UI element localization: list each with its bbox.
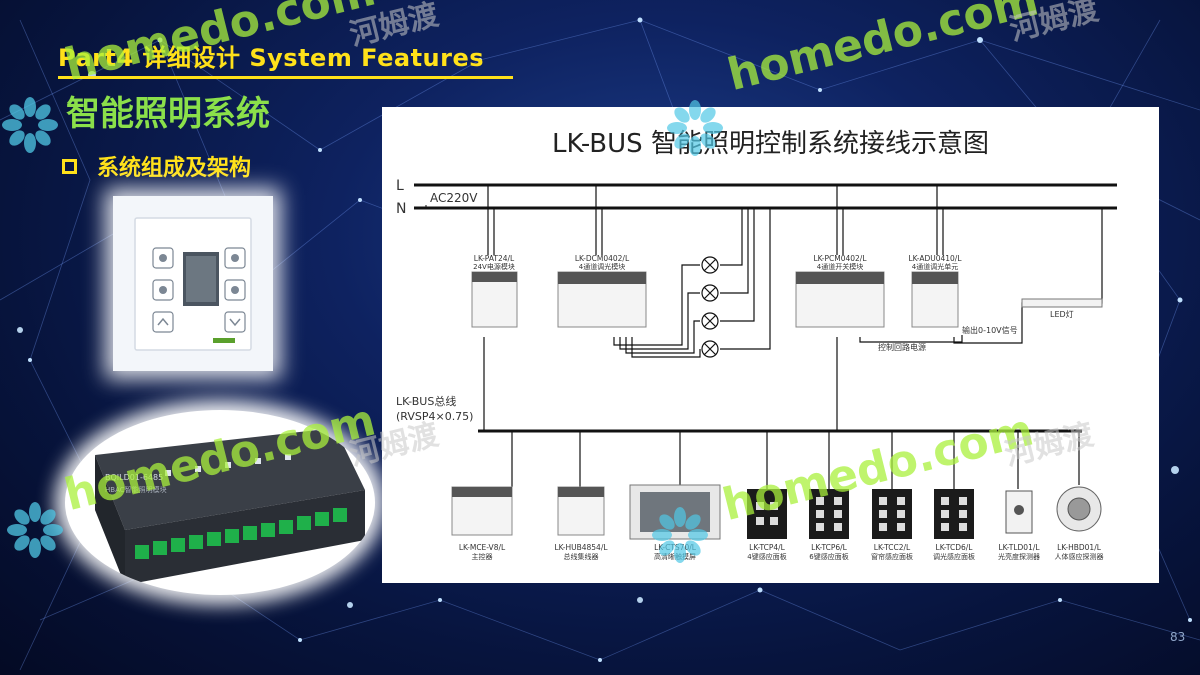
homedo-flower-icon: [7, 502, 63, 558]
lamp-icon: [701, 312, 719, 330]
device-code: LK-HUB4854/L: [554, 543, 608, 552]
device-code: LK-TCP6/L: [811, 543, 848, 552]
homedo-flower-icon: [2, 97, 58, 153]
device-desc: 光亮度探测器: [998, 552, 1040, 561]
page-number: 83: [1170, 630, 1186, 644]
module-desc: 4通道调光单元: [912, 262, 958, 271]
device-code: LK-TCP4/L: [749, 543, 786, 552]
module-code: LK-PCM0402/L: [813, 254, 867, 263]
line-L-label: L: [396, 178, 404, 194]
device-code: LK-HBD01/L: [1057, 543, 1102, 552]
module-code: LK-PAT24/L: [474, 254, 515, 263]
device-code: LK-TLD01/L: [998, 543, 1040, 552]
device-desc: 窗帘感应面板: [871, 552, 913, 561]
device-hub4854: LK-HUB4854/L 总线集线器: [554, 486, 608, 561]
din-module-illustration: BQILD01-6485 HBAC智能照明模块: [95, 428, 365, 585]
wiring-diagram: L N AC220V: [382, 107, 1159, 583]
module-label: BQILD01-6485: [105, 473, 163, 482]
device-desc: 主控器: [472, 552, 493, 561]
diagram-title: LK-BUS 智能照明控制系统接线示意图: [552, 129, 989, 159]
device-tcd6: LK-TCD6/L 调光感应面板: [933, 489, 975, 561]
device-tcp4: LK-TCP4/L 4键感应面板: [747, 489, 787, 561]
device-code: LK-MCE-V8/L: [459, 543, 506, 552]
touch-panel-illustration: [134, 217, 252, 351]
module-desc: 4通道开关模块: [817, 262, 863, 271]
bullet-item: 系统组成及架构: [62, 150, 251, 182]
device-desc: 4键感应面板: [747, 552, 786, 561]
device-tld01: LK-TLD01/L 光亮度探测器: [998, 490, 1040, 561]
lamp-icon: [701, 340, 719, 358]
device-desc: 6键感应面板: [809, 552, 848, 561]
touch-panel-photo: [113, 196, 273, 371]
homedo-flower-icon: [652, 507, 708, 563]
top-module-dcm0402: LK-DCM0402/L 4通道调光模块: [557, 254, 647, 328]
line-N-label: N: [396, 201, 406, 217]
led-strip: [1021, 298, 1103, 308]
device-desc: 调光感应面板: [933, 552, 975, 561]
bullet-text: 系统组成及架构: [97, 156, 252, 181]
control-power-label: 控制回路电源: [878, 342, 926, 352]
module-code: LK-DCM0402/L: [575, 254, 630, 263]
device-desc: 总线集线器: [564, 552, 599, 561]
square-bullet-icon: [62, 158, 77, 174]
device-desc: 人体感应探测器: [1055, 552, 1104, 561]
device-mce-v8: LK-MCE-V8/L 主控器: [451, 486, 513, 561]
device-hbd01: LK-HBD01/L 人体感应探测器: [1055, 486, 1104, 561]
lamp-icon: [701, 284, 719, 302]
module-code: LK-ADU0410/L: [908, 254, 962, 263]
header-underline: [58, 76, 513, 79]
lamp-icon: [701, 256, 719, 274]
bus-label: LK-BUS总线: [396, 394, 456, 408]
module-desc: 4通道调光模块: [579, 262, 625, 271]
device-tcp6: LK-TCP6/L 6键感应面板: [809, 489, 849, 561]
device-tcc2: LK-TCC2/L 窗帘感应面板: [871, 489, 913, 561]
led-label: LED灯: [1050, 309, 1074, 319]
device-code: LK-TCD6/L: [936, 543, 974, 552]
bus-cable-label: (RVSP4×0.75): [396, 410, 473, 423]
homedo-flower-icon: [667, 100, 723, 156]
header-title: Part4 详细设计 System Features: [58, 44, 485, 72]
top-module-adu0410: LK-ADU0410/L 4通道调光单元: [908, 254, 962, 328]
din-module-photo: BQILD01-6485 HBAC智能照明模块: [65, 410, 375, 595]
top-module-pcm0402: LK-PCM0402/L 4通道开关模块: [795, 254, 885, 328]
device-code: LK-TCC2/L: [874, 543, 911, 552]
output-label: 输出0-10V信号: [962, 325, 1018, 335]
section-title: 智能照明系统: [66, 94, 270, 134]
module-desc: 24V电源模块: [473, 262, 515, 271]
ac-label: AC220V: [430, 191, 478, 205]
top-module-pat24: LK-PAT24/L 24V电源模块: [471, 254, 518, 328]
module-sublabel: HBAC智能照明模块: [105, 485, 167, 494]
